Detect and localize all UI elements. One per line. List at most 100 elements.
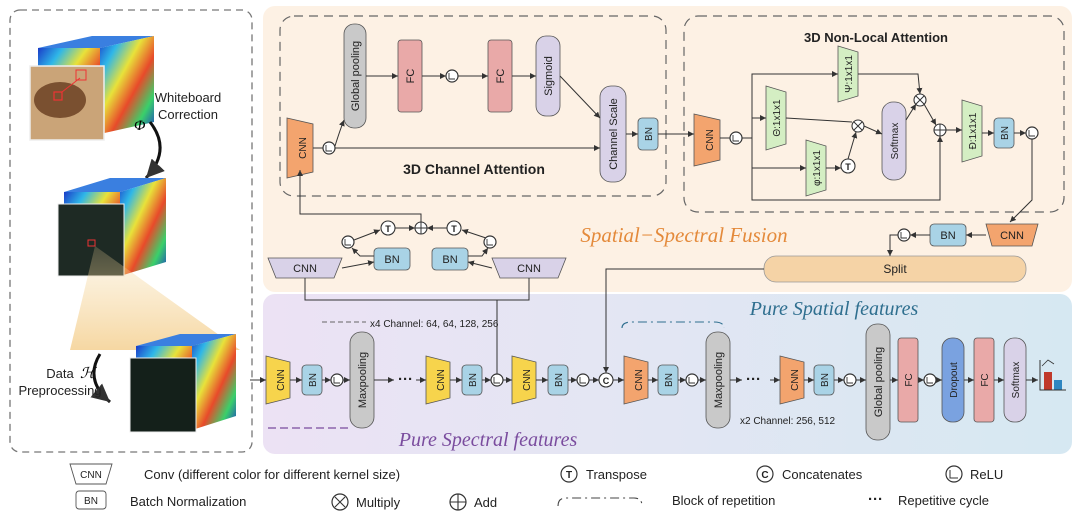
relu-icon bbox=[1025, 126, 1039, 140]
correction-arrow bbox=[144, 121, 165, 180]
spatial-repetition-bracket bbox=[621, 321, 725, 329]
legend-repetition-icon bbox=[557, 497, 643, 507]
legend-transpose-symbol: T bbox=[566, 470, 572, 481]
fusion-transpose-right: T bbox=[451, 224, 457, 234]
legend-add-text: Add bbox=[474, 495, 497, 510]
spatial-dropout-label: Dropout bbox=[949, 362, 960, 398]
ca-sigmoid-label: Sigmoid bbox=[543, 56, 555, 96]
legend-cnn-label: CNN bbox=[80, 470, 102, 481]
hyperspectral-cube-raw bbox=[29, 36, 154, 141]
nl-cnn-block bbox=[693, 113, 721, 167]
legend-cycle-text: Repetitive cycle bbox=[898, 493, 989, 508]
split-label: Split bbox=[883, 262, 907, 276]
whiteboard-label-1: Whiteboard bbox=[155, 90, 221, 105]
fusion-bn-right bbox=[431, 247, 469, 271]
legend-concat-text: Concatenates bbox=[782, 467, 863, 482]
fusion-title: Spatial−Spectral Fusion bbox=[580, 223, 787, 247]
fusion-cnn-left-label: CNN bbox=[293, 263, 317, 275]
concat-label: C bbox=[603, 376, 610, 386]
legend-transpose-text: Transpose bbox=[586, 467, 647, 482]
preprocessing-panel bbox=[9, 9, 253, 453]
nl-d-label: Ð:1x1x1 bbox=[968, 112, 979, 149]
fusion-transpose-left: T bbox=[385, 224, 391, 234]
relu-icon bbox=[341, 235, 355, 249]
fusion-region bbox=[263, 6, 1072, 292]
relu-icon bbox=[729, 131, 743, 145]
bn-1-label: BN bbox=[308, 373, 319, 387]
legend-bn-text: Batch Normalization bbox=[130, 494, 246, 509]
bn-3-label: BN bbox=[554, 373, 565, 387]
legend-cycle-symbol: ··· bbox=[868, 491, 883, 508]
relu-icon bbox=[897, 228, 911, 242]
cnn-3 bbox=[511, 355, 537, 405]
nonlocal-attention-box bbox=[683, 15, 1065, 213]
nl-softmax-label: Softmax bbox=[890, 123, 901, 160]
ca-channel-scale-label: Channel Scale bbox=[608, 98, 620, 170]
legend-concat-icon bbox=[756, 465, 774, 483]
nl-softmax-block bbox=[881, 101, 907, 181]
fusion-cnn-label: CNN bbox=[1000, 230, 1024, 242]
legend-multiply-text: Multiply bbox=[356, 495, 401, 510]
cnn-1-label: CNN bbox=[276, 369, 287, 391]
spatial-fc-2-label: FC bbox=[980, 373, 991, 386]
zoom-cone bbox=[70, 246, 240, 350]
fusion-bn-label: BN bbox=[940, 230, 955, 242]
legend-bn-label: BN bbox=[84, 496, 98, 507]
spatial-global-pooling-label: Global pooling bbox=[873, 347, 885, 417]
cnn-1 bbox=[265, 355, 291, 405]
bn-4-label: BN bbox=[664, 373, 675, 387]
ca-fc-2-label: FC bbox=[495, 69, 507, 84]
cnn-2-label: CNN bbox=[436, 369, 447, 391]
fusion-cnn-left bbox=[267, 257, 343, 279]
cnn-4 bbox=[623, 355, 649, 405]
legend-relu-text: ReLU bbox=[970, 467, 1003, 482]
nl-phi-block bbox=[805, 139, 827, 197]
legend-cnn-symbol bbox=[69, 463, 113, 485]
ca-bn-label: BN bbox=[644, 127, 655, 141]
nl-d-block bbox=[961, 99, 983, 163]
relu-icon bbox=[490, 373, 504, 387]
preprocessing-label: Preprocessing bbox=[18, 383, 101, 398]
nl-theta-label: Θ:1x1x1 bbox=[772, 99, 783, 137]
channel-attention-title: 3D Channel Attention bbox=[403, 161, 545, 177]
spatial-softmax-label: Softmax bbox=[1011, 362, 1022, 399]
legend: CNN Conv (different color for different … bbox=[69, 463, 1003, 511]
channel-attention-box bbox=[279, 15, 667, 197]
spectral-channels: x4 Channel: 64, 64, 128, 256 bbox=[370, 319, 499, 330]
data-label: Data bbox=[46, 366, 74, 381]
relu-icon bbox=[445, 69, 459, 83]
nl-theta-block bbox=[765, 85, 787, 151]
ca-fc-1-label: FC bbox=[405, 69, 417, 84]
maxpooling-2-label: Maxpooling bbox=[713, 352, 725, 408]
spatial-global-pooling bbox=[865, 323, 891, 441]
legend-cnn-text: Conv (different color for different kern… bbox=[144, 467, 400, 482]
spatial-title: Pure Spatial features bbox=[749, 298, 919, 320]
relu-icon bbox=[322, 141, 336, 155]
relu-icon bbox=[843, 373, 857, 387]
output-bar-icon bbox=[1039, 359, 1066, 391]
fusion-bn-right-label: BN bbox=[442, 254, 457, 266]
legend-relu-icon bbox=[945, 465, 963, 483]
cnn-5 bbox=[779, 355, 805, 405]
cnn-2 bbox=[425, 355, 451, 405]
repetitive-dots-1: ··· bbox=[398, 371, 413, 388]
nl-transpose-label: T bbox=[845, 162, 851, 172]
maxpooling-1-label: Maxpooling bbox=[357, 352, 369, 408]
fusion-cnn-right-label: CNN bbox=[517, 263, 541, 275]
ca-cnn-label: CNN bbox=[298, 137, 309, 159]
fusion-cnn-block bbox=[985, 223, 1039, 247]
relu-icon bbox=[576, 373, 590, 387]
relu-icon bbox=[330, 373, 344, 387]
nl-phi-label: φ:1x1x1 bbox=[812, 150, 823, 186]
ca-cnn-block bbox=[286, 117, 314, 179]
whiteboard-label-2: Correction bbox=[158, 107, 218, 122]
nl-psi-label: Ψ:1x1x1 bbox=[844, 55, 855, 93]
ca-global-pooling-label: Global pooling bbox=[350, 41, 362, 111]
bn-2-label: BN bbox=[468, 373, 479, 387]
spectral-title: Pure Spectral features bbox=[398, 429, 578, 451]
spatial-channels: x2 Channel: 256, 512 bbox=[740, 416, 836, 427]
spatial-fc-1-label: FC bbox=[904, 373, 915, 386]
nonlocal-title: 3D Non-Local Attention bbox=[804, 30, 948, 45]
cnn-5-label: CNN bbox=[790, 369, 801, 391]
